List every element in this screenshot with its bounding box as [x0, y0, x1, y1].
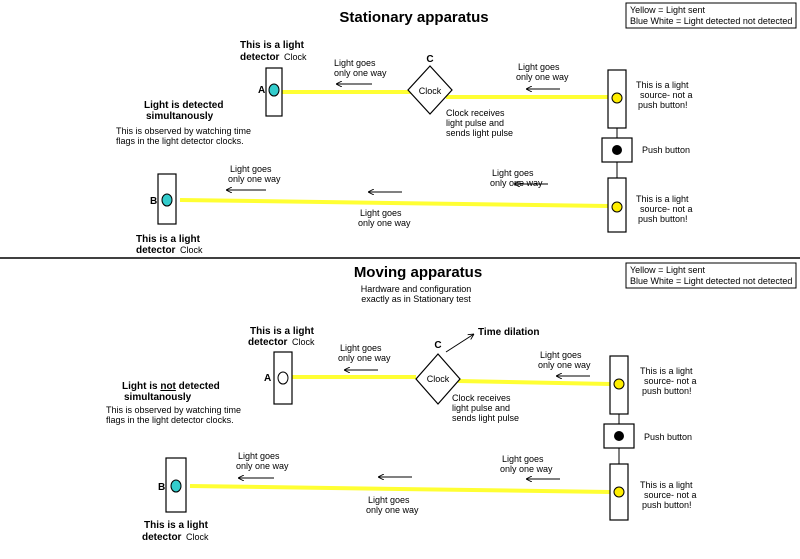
clock-moving-label: Clock	[427, 374, 450, 384]
time-dilation-arrow	[445, 334, 474, 353]
stationary-section: Stationary apparatus Yellow = Light sent…	[116, 2, 797, 256]
source-bottom-moving-line3: push button!	[642, 500, 692, 510]
clock-label: Clock	[419, 86, 442, 96]
arrow-label-right-moving-line2: only one way	[538, 360, 591, 370]
moving-subtitle-line1: Hardware and configuration	[361, 284, 472, 294]
moving-title: Moving apparatus	[354, 264, 482, 281]
detection-title-line2: simultanously	[146, 111, 214, 122]
source-bottom-moving-line1: This is a light	[640, 480, 693, 490]
source-top-lamp	[611, 92, 623, 104]
push-button-dot	[612, 145, 622, 155]
detection-note-line2: flags in the light detector clocks.	[116, 136, 244, 146]
clock-moving-note-line2: light pulse and	[452, 403, 510, 413]
detector-b-moving-letter: B	[158, 482, 165, 493]
push-button-moving-dot	[614, 431, 624, 441]
detection-not-emphasis: not	[160, 381, 176, 392]
arrow-label-b-right-line1: Light goes	[492, 168, 534, 178]
legend-yellow: Yellow = Light sent	[630, 5, 705, 15]
stationary-title: Stationary apparatus	[339, 9, 488, 26]
arrow-label-left-line1: Light goes	[334, 58, 376, 68]
detector-a-moving-label-main: detector	[248, 337, 288, 348]
source-top-line2: source- not a	[640, 90, 693, 100]
source-bottom-lamp	[611, 201, 623, 213]
detector-a-label-line1: This is a light	[240, 40, 305, 51]
moving-section: Moving apparatus Hardware and configurat…	[106, 262, 797, 543]
time-dilation-label: Time dilation	[478, 327, 540, 338]
detector-a-label-main: detector	[240, 52, 280, 63]
detection-title-line1: Light is detected	[144, 100, 223, 111]
source-bottom-line2: source- not a	[640, 204, 693, 214]
source-bottom-line1: This is a light	[636, 194, 689, 204]
clock-moving-diamond	[415, 353, 461, 405]
detector-a-letter: A	[258, 85, 265, 96]
light-beam-b	[179, 198, 609, 208]
detection-moving-note-line1: This is observed by watching time	[106, 405, 241, 415]
detector-b-label-line1: This is a light	[136, 234, 201, 245]
light-beam-clock-moving	[457, 379, 611, 386]
detector-a-moving-label-suffix: Clock	[292, 337, 315, 347]
legend-yellow-moving: Yellow = Light sent	[630, 265, 705, 275]
arrow-label-left-line2: only one way	[334, 68, 387, 78]
arrow-label-left-moving-line2: only one way	[338, 353, 391, 363]
arrow-label-b-upper-moving-line2: only one way	[236, 461, 289, 471]
arrow-label-b-right-moving-line2: only one way	[500, 464, 553, 474]
legend-blue-white: Blue White = Light detected not detected	[630, 16, 792, 26]
push-button-moving-label: Push button	[644, 432, 692, 442]
detector-b-lamp-detected	[161, 193, 173, 207]
clock-note-line2: light pulse and	[446, 118, 504, 128]
detector-a-moving-label-line1: This is a light	[250, 326, 315, 337]
arrow-label-b-right-line2: only one way	[490, 178, 543, 188]
detector-b-label-suffix: Clock	[180, 245, 203, 255]
clock-moving-letter: C	[434, 340, 441, 351]
detector-b-moving-label-line1: This is a light	[144, 520, 209, 531]
source-top-moving-line2: source- not a	[644, 376, 697, 386]
source-bottom-moving-line2: source- not a	[644, 490, 697, 500]
arrow-label-right-line1: Light goes	[518, 62, 560, 72]
detection-moving-note-line2: flags in the light detector clocks.	[106, 415, 234, 425]
detector-a-label-suffix: Clock	[284, 52, 307, 62]
detector-b-label-main: detector	[136, 245, 176, 256]
clock-letter: C	[426, 54, 433, 65]
detection-moving-title-line1: Light is not detected	[122, 381, 220, 392]
clock-note-line1: Clock receives	[446, 108, 505, 118]
source-top-moving-line3: push button!	[642, 386, 692, 396]
detection-moving-title-line2: simultanously	[124, 392, 192, 403]
source-top-line3: push button!	[638, 100, 688, 110]
detector-b-moving-lamp-detected	[170, 479, 182, 493]
legend-blue-white-moving: Blue White = Light detected not detected	[630, 276, 792, 286]
moving-subtitle-line2: exactly as in Stationary test	[361, 294, 471, 304]
clock-note-line3: sends light pulse	[446, 128, 513, 138]
clock-diamond	[407, 65, 453, 115]
arrow-label-right-moving-line1: Light goes	[540, 350, 582, 360]
detector-b-letter: B	[150, 196, 157, 207]
arrow-label-b-lower-line1: Light goes	[360, 208, 402, 218]
detector-a-lamp-detected	[268, 83, 280, 97]
arrow-label-b-right-moving-line1: Light goes	[502, 454, 544, 464]
arrow-label-b-upper-line2: only one way	[228, 174, 281, 184]
detector-b-moving-label-suffix: Clock	[186, 532, 209, 542]
arrow-label-right-line2: only one way	[516, 72, 569, 82]
source-top-line1: This is a light	[636, 80, 689, 90]
source-top-moving-line1: This is a light	[640, 366, 693, 376]
arrow-label-b-lower-line2: only one way	[358, 218, 411, 228]
arrow-label-b-upper-moving-line1: Light goes	[238, 451, 280, 461]
arrow-label-b-upper-line1: Light goes	[230, 164, 272, 174]
detector-b-moving-label-main: detector	[142, 532, 182, 543]
legend-box-moving: Yellow = Light sent Blue White = Light d…	[625, 262, 797, 289]
source-bottom-line3: push button!	[638, 214, 688, 224]
detection-note-line1: This is observed by watching time	[116, 126, 251, 136]
source-bottom-moving-lamp	[613, 486, 625, 498]
detector-a-moving-letter: A	[264, 373, 271, 384]
detector-a-lamp-not-detected	[277, 371, 289, 385]
clock-moving-note-line1: Clock receives	[452, 393, 511, 403]
push-button-label: Push button	[642, 145, 690, 155]
legend-box: Yellow = Light sent Blue White = Light d…	[625, 2, 797, 29]
light-beam-b-moving	[189, 484, 611, 494]
arrow-label-b-lower-moving-line1: Light goes	[368, 495, 410, 505]
source-top-moving-lamp	[613, 378, 625, 390]
clock-moving-note-line3: sends light pulse	[452, 413, 519, 423]
arrow-label-b-lower-moving-line2: only one way	[366, 505, 419, 515]
arrow-label-left-moving-line1: Light goes	[340, 343, 382, 353]
